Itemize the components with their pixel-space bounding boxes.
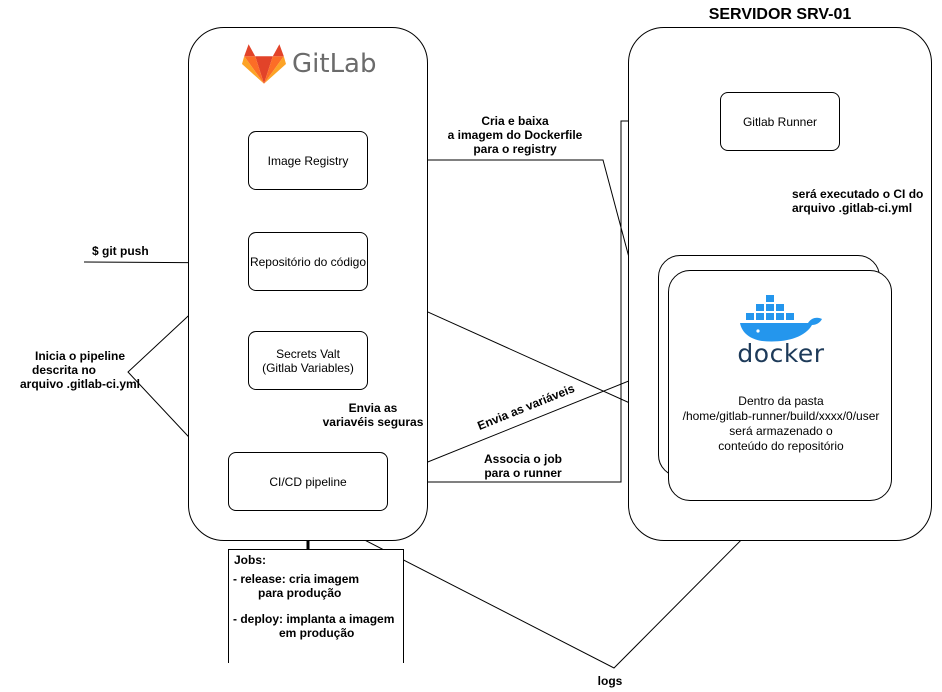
image-registry-node[interactable]: Image Registry (248, 131, 368, 190)
cria-baixa-label: Cria e baixa a imagem do Dockerfile para… (430, 114, 600, 156)
jobs-release-line-2: para produção (258, 586, 342, 600)
runner-node[interactable]: Gitlab Runner (720, 92, 840, 151)
docker-note-line-1: Dentro da pasta (738, 394, 824, 408)
cria-line-3: para o registry (473, 142, 557, 156)
jobs-release: - release: cria imagem para produção (233, 572, 403, 600)
cria-line-2: a imagem do Dockerfile (447, 128, 583, 142)
docker-note: Dentro da pasta /home/gitlab-runner/buil… (669, 394, 893, 454)
executado-line-1: será executado o CI do (792, 187, 924, 201)
inicia-line-2: descrita no (31, 363, 97, 377)
docker-front-card[interactable]: docker Dentro da pasta /home/gitlab-runn… (668, 270, 892, 501)
jobs-title: Jobs: (234, 553, 267, 567)
inicia-pipeline-label: Inicia o pipeline descrita no arquivo .g… (10, 349, 150, 391)
logs-connector (311, 502, 779, 669)
executado-label: será executado o CI do arquivo .gitlab-c… (792, 187, 932, 215)
gitlab-tanuki-icon (242, 44, 286, 84)
jobs-box: Jobs: - release: cria imagem para produç… (228, 549, 404, 663)
gitlab-logo: GitLab (242, 43, 382, 87)
docker-note-line-3: será armazenado o (729, 424, 833, 438)
logs-label: logs (597, 674, 623, 688)
jobs-deploy: - deploy: implanta a imagem em produção (233, 612, 403, 640)
associa-line-1: Associa o job (483, 452, 563, 466)
docker-note-line-4: conteúdo do repositório (718, 439, 844, 453)
docker-whale-icon (740, 295, 822, 342)
associa-line-2: para o runner (484, 466, 562, 480)
docker-note-line-2: /home/gitlab-runner/build/xxxx/0/user (682, 409, 880, 423)
jobs-deploy-line-2: em produção (279, 626, 355, 640)
git-push-label: $ git push (92, 244, 149, 258)
server-title: SERVIDOR SRV-01 (708, 6, 852, 23)
secrets-line-2: (Gitlab Variables) (262, 360, 354, 375)
inicia-line-1: Inicia o pipeline (34, 349, 126, 363)
envia-seguras-line-1: Envia as (348, 401, 398, 415)
pipeline-to-docker-arrow (387, 367, 662, 479)
secrets-line-1: Secrets Valt (276, 346, 340, 361)
gitlab-brand-text: GitLab (292, 49, 377, 79)
envia-seguras-label: Envia as variavéis seguras (318, 401, 428, 429)
executado-line-2: arquivo .gitlab-ci.yml (792, 201, 913, 215)
jobs-deploy-line-1: - deploy: implanta a imagem (233, 612, 395, 626)
docker-brand-text: docker (737, 339, 825, 368)
envia-seguras-line-2: variavéis seguras (322, 415, 424, 429)
pipeline-node[interactable]: CI/CD pipeline (228, 452, 388, 511)
inicia-line-3: arquivo .gitlab-ci.yml (19, 377, 141, 391)
secrets-node[interactable]: Secrets Valt (Gitlab Variables) (248, 331, 368, 390)
cria-line-1: Cria e baixa (481, 114, 549, 128)
repository-node[interactable]: Repositório do código (248, 232, 368, 291)
associa-label: Associa o job para o runner (468, 452, 578, 480)
jobs-release-line-1: - release: cria imagem (233, 572, 360, 586)
